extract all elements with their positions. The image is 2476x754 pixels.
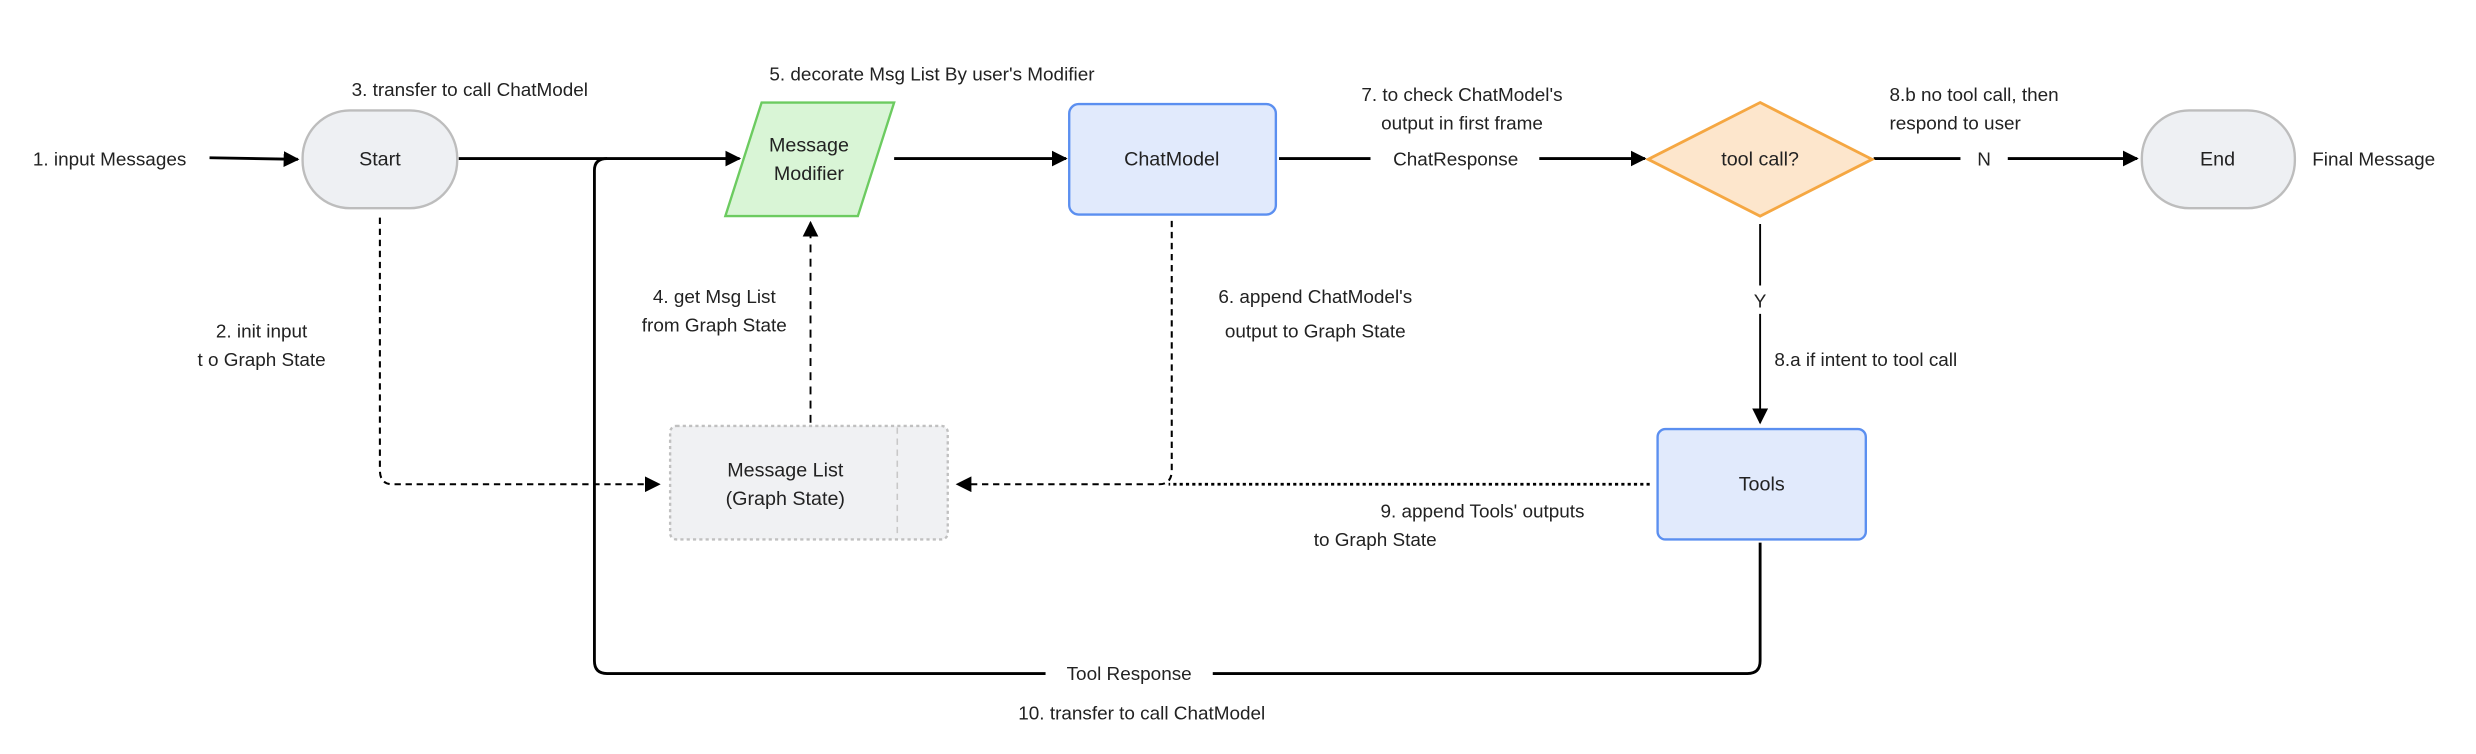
label-yes: Y [1754,292,1767,313]
label-check-line1: 7. to check ChatModel's [1361,85,1562,106]
label-final-message: Final Message [2312,150,2435,171]
modifier-label-line2: Modifier [774,163,845,185]
edge-tools-to-modifier-loop-a [1212,542,1762,675]
modifier-label-line1: Message [769,134,849,156]
edge-tools-to-modifier-loop-b [592,157,1046,675]
label-transfer-back: 10. transfer to call ChatModel [1018,703,1265,724]
node-tool-call-decision[interactable]: tool call? [1644,100,1876,218]
edges [209,150,2139,675]
label-init-line1: 2. init input [216,322,308,343]
decision-label: tool call? [1721,149,1799,171]
node-start[interactable]: Start [301,109,459,210]
label-no-line1: 8.b no tool call, then [1889,85,2058,106]
label-decorate: 5. decorate Msg List By user's Modifier [769,64,1094,85]
label-tools-append-line2: to Graph State [1314,530,1437,551]
node-end[interactable]: End [2140,109,2297,210]
label-check-line2: output in first frame [1381,113,1543,134]
label-get-line2: from Graph State [642,315,787,336]
msglist-label-line1: Message List [727,459,844,481]
node-message-modifier[interactable]: Message Modifier [723,101,896,218]
label-get-line1: 4. get Msg List [653,287,777,308]
label-intent: 8.a if intent to tool call [1774,350,1957,371]
edge-labels: 1. input Messages 3. transfer to call Ch… [33,64,2435,724]
start-label: Start [359,149,401,171]
edge-chatmodel-to-state [955,220,1173,493]
label-init-line2: t o Graph State [197,350,325,371]
edge-start-to-state [378,217,661,493]
edge-input-to-start [209,151,300,167]
label-no-line2: respond to user [1889,113,2020,134]
end-label: End [2200,149,2235,171]
label-tools-append-line1: 9. append Tools' outputs [1380,501,1584,522]
label-transfer: 3. transfer to call ChatModel [352,80,588,101]
node-chatmodel[interactable]: ChatModel [1068,102,1278,216]
label-no: N [1977,150,1991,171]
tools-label: Tools [1739,474,1785,496]
label-tool-response: Tool Response [1067,664,1192,685]
node-tools[interactable]: Tools [1656,427,1867,541]
chatmodel-label: ChatModel [1124,149,1219,171]
node-message-list-state[interactable]: Message List (Graph State) [668,424,949,541]
msglist-label-line2: (Graph State) [726,488,845,510]
label-append-line2: output to Graph State [1225,322,1406,343]
label-chat-response: ChatResponse [1393,150,1518,171]
label-append-line1: 6. append ChatModel's [1218,287,1412,308]
label-input-messages: 1. input Messages [33,150,186,171]
